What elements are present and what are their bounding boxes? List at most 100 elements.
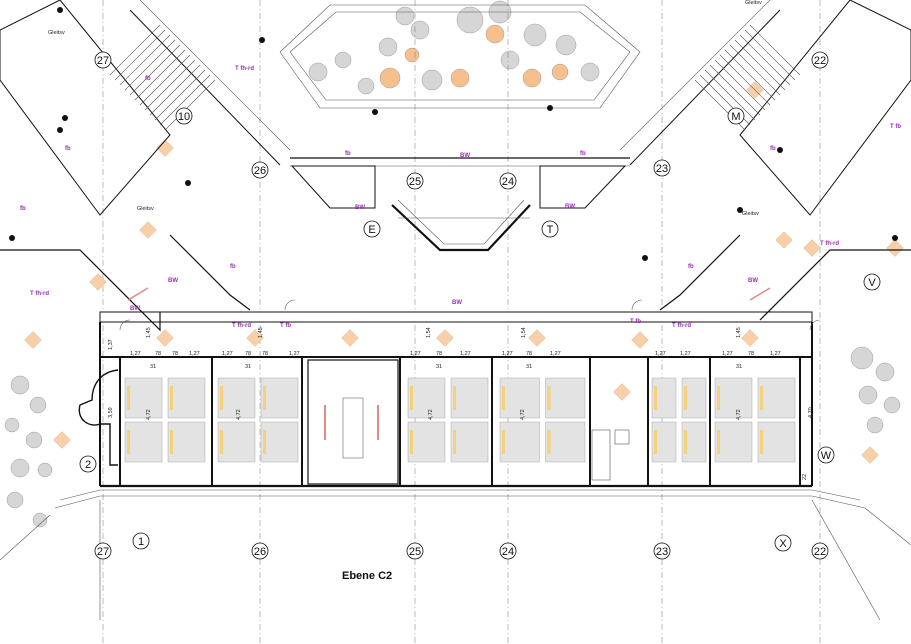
east-diagonal-1	[629, 9, 781, 166]
desk-chair	[654, 386, 657, 410]
west-wing-lower	[0, 249, 161, 332]
annotation-fb: fb	[230, 264, 236, 270]
dimension-room-depth: 4,72	[146, 409, 152, 420]
annotation-bw: BW	[452, 300, 462, 306]
desk-module	[714, 377, 753, 419]
tree	[500, 50, 520, 70]
desk-chair	[717, 430, 720, 454]
east-diagonal-3	[659, 234, 741, 311]
column-marker	[886, 239, 904, 257]
desk-module	[167, 421, 206, 463]
tree	[32, 512, 48, 528]
east-stair-step	[709, 64, 761, 116]
fixture-symbol	[57, 7, 63, 13]
axis-label: 2	[85, 459, 91, 471]
east-stair-step	[744, 29, 796, 81]
east-stair-step	[749, 24, 801, 76]
dimension-label: 78	[245, 351, 251, 357]
desk-module	[407, 421, 446, 463]
dimension-label: 78	[436, 351, 442, 357]
tree	[421, 69, 443, 91]
axis-marker	[406, 172, 424, 190]
axis-label: 24	[502, 176, 514, 188]
axis-marker	[653, 542, 671, 560]
desk-module	[651, 377, 677, 419]
annotation-t-fb: T fb	[630, 319, 641, 325]
desk-chair	[760, 430, 763, 454]
axis-label: X	[779, 538, 787, 550]
tree	[404, 47, 420, 63]
dimension-corridor-height: 1,45	[736, 327, 742, 338]
entrance-vestibule-inner	[397, 199, 525, 245]
tree	[25, 431, 43, 449]
east-diagonal-2	[619, 0, 771, 151]
axis-label: 22	[814, 546, 826, 558]
west-stair-step	[114, 29, 166, 81]
west-stair-step	[144, 59, 196, 111]
axis-marker	[251, 542, 269, 560]
east-wing-stair-core	[739, 0, 911, 216]
desk-module	[499, 421, 540, 463]
axis-marker	[774, 534, 792, 552]
dimension-label: 1,27	[550, 351, 561, 357]
tree	[522, 68, 542, 88]
west-diagonal-1	[129, 9, 281, 166]
annotation-bw: BW	[565, 204, 575, 210]
column-marker	[156, 139, 174, 157]
annotation-fb: fb	[345, 151, 351, 157]
axis-label: 25	[409, 176, 421, 188]
annotation-fb: fb	[145, 76, 151, 82]
tree	[875, 362, 895, 382]
east-stair-step	[714, 59, 766, 111]
desk-module	[124, 377, 163, 419]
dimension-label: 78	[262, 351, 268, 357]
east-stair-step	[704, 69, 756, 121]
desk-module	[217, 421, 256, 463]
tree	[10, 375, 30, 395]
core-shelf	[342, 397, 364, 459]
axis-label: 1	[138, 536, 144, 548]
west-stair-step	[149, 64, 201, 116]
desk-module	[217, 377, 256, 419]
column-marker	[53, 431, 71, 449]
fixture-symbol	[372, 109, 378, 115]
axis-marker	[811, 542, 829, 560]
door-swing	[631, 299, 643, 311]
east-wing-lower	[759, 249, 911, 321]
axis-marker	[653, 159, 671, 177]
axis-marker	[94, 542, 112, 560]
tree	[29, 396, 47, 414]
axis-label: W	[821, 450, 832, 462]
annotation-bw: BW	[130, 306, 140, 312]
column-marker	[246, 329, 264, 347]
annotation-t-fh-rd: T fh-rd	[232, 323, 251, 329]
desk-chair	[410, 430, 413, 454]
courtyard-outline	[279, 4, 641, 109]
annotation-t-fb: T fb	[280, 323, 291, 329]
desk-chair	[684, 430, 687, 454]
axis-marker	[251, 161, 269, 179]
column-marker	[528, 329, 546, 347]
east-stair-step	[724, 49, 776, 101]
east-stair-step	[729, 44, 781, 96]
desk-chair	[263, 430, 266, 454]
dimension-label: 1,27	[222, 351, 233, 357]
fixture-symbol	[57, 127, 63, 133]
column-marker	[341, 329, 359, 347]
annotation-bw: BW	[748, 278, 758, 284]
entrance-vestibule	[391, 204, 531, 252]
dimension-room-depth: 4,72	[520, 409, 526, 420]
fixture-symbol	[892, 235, 898, 241]
tree	[485, 24, 505, 44]
axis-marker	[406, 542, 424, 560]
annotation-fb: fb	[580, 151, 586, 157]
dimension-label: 1,27	[680, 351, 691, 357]
desk-module	[450, 377, 489, 419]
west-stair-step	[134, 49, 186, 101]
axis-label: 25	[409, 546, 421, 558]
dimension-label: 1,27	[189, 351, 200, 357]
annotation-fb: fb	[688, 264, 694, 270]
dimension-small: 31	[526, 364, 532, 370]
axis-label: 27	[97, 546, 109, 558]
desk-module	[450, 421, 489, 463]
